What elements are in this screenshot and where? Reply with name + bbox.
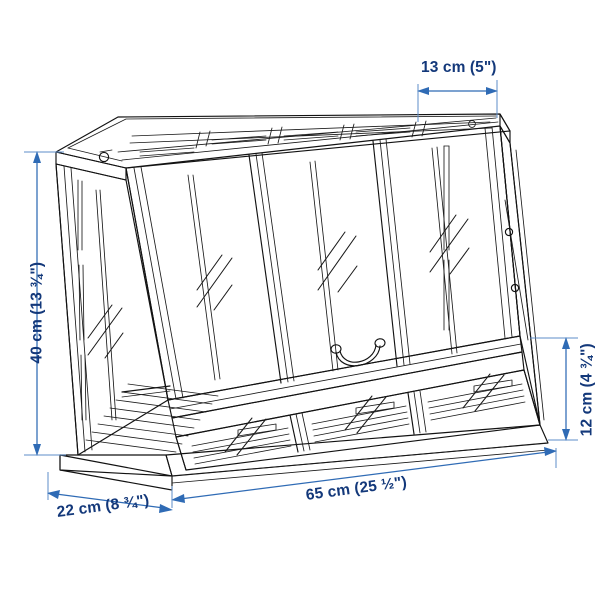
left-end-panel <box>55 163 169 456</box>
dimension-width <box>171 447 557 508</box>
lid-handle <box>330 338 386 367</box>
dimension-label-height: 40 cm (13 ¾") <box>28 261 46 364</box>
dimension-lid-depth <box>417 80 498 122</box>
base-box <box>59 351 549 491</box>
dimension-height <box>24 151 66 456</box>
glass-sparkle-marks <box>87 214 470 359</box>
dimension-base-height <box>530 337 578 441</box>
base-sparkle-marks <box>224 373 505 456</box>
glass-pane-group <box>70 120 540 465</box>
dimension-depth <box>47 472 173 513</box>
lid-top-frame <box>55 113 511 181</box>
interior-floor-slats <box>85 383 219 453</box>
dimension-label-lid-depth: 13 cm (5") <box>421 59 497 76</box>
dimension-label-base-height: 12 cm (4 ¾") <box>578 343 596 437</box>
